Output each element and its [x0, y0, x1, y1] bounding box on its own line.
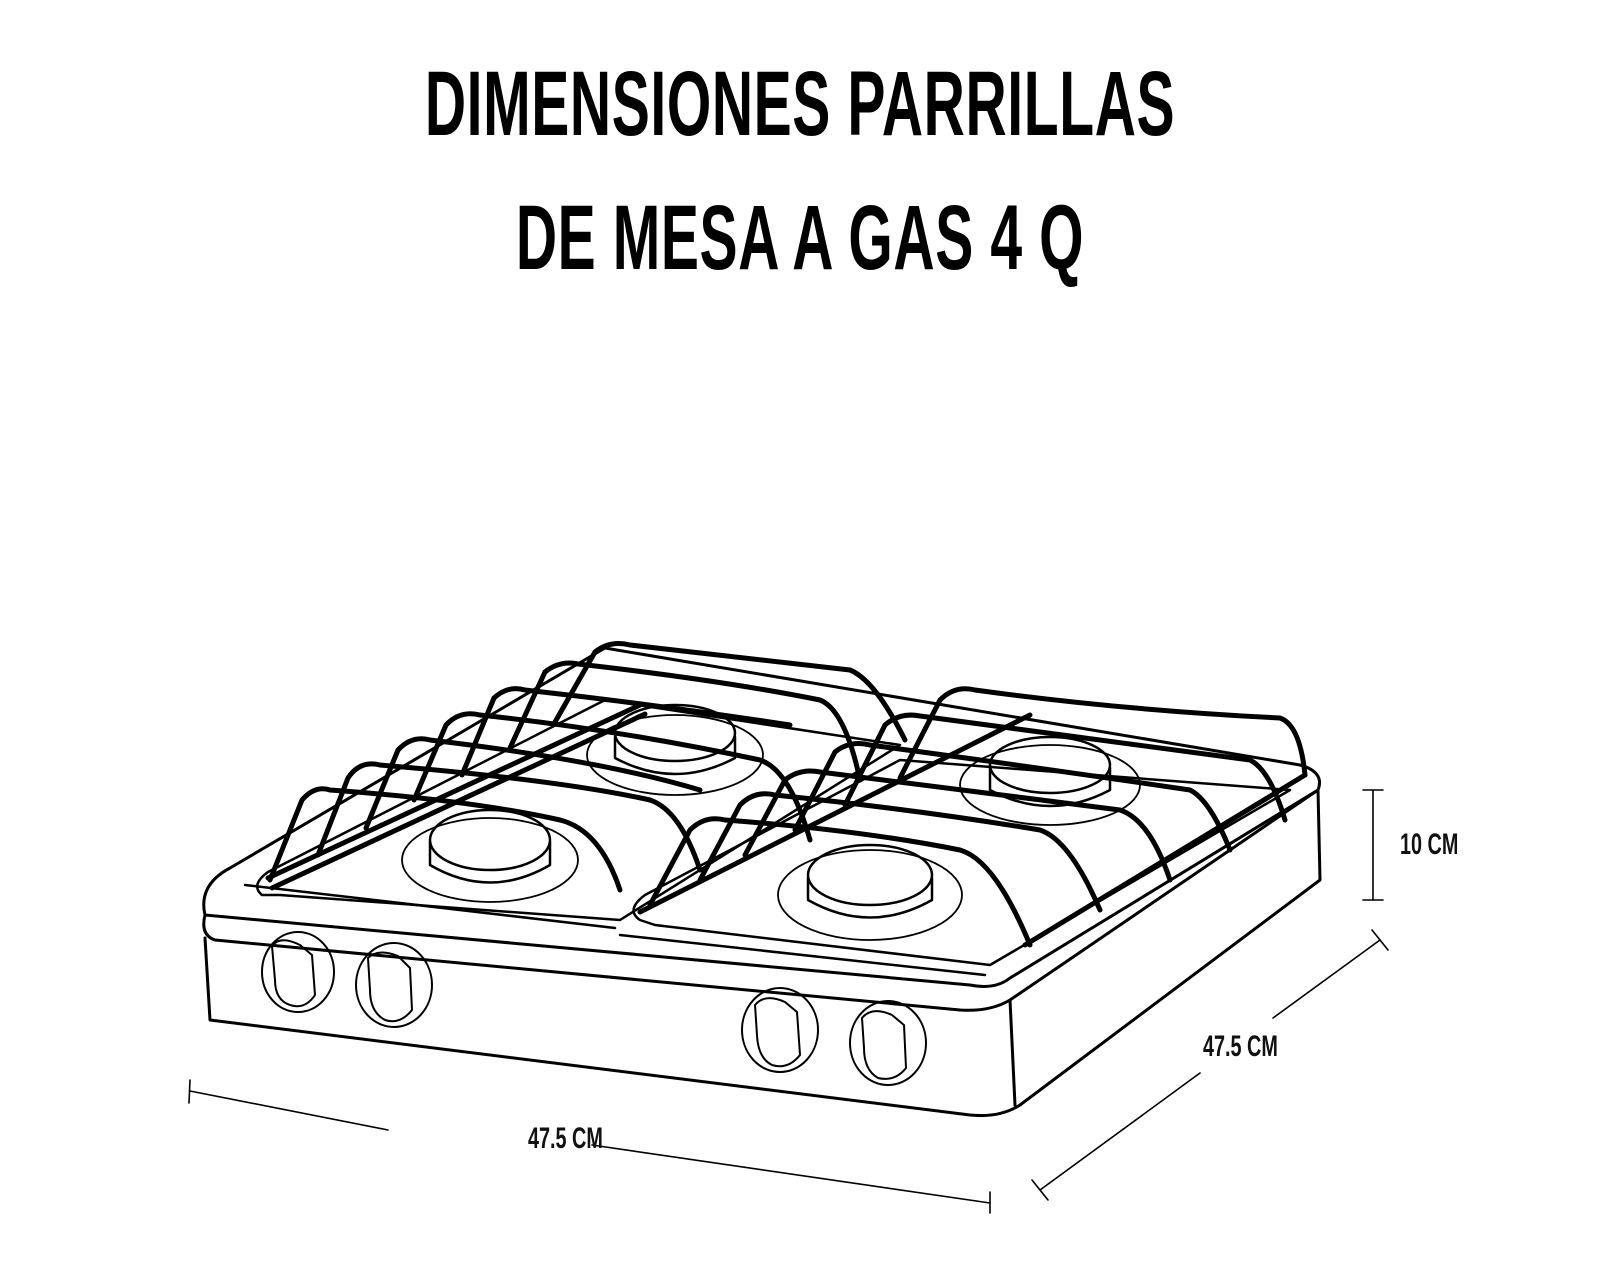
stove-body	[202, 646, 1322, 1117]
burners	[401, 703, 1141, 941]
knob-3	[741, 987, 819, 1073]
knob-2	[355, 942, 433, 1028]
left-grate	[265, 641, 908, 893]
knob-4	[849, 1000, 927, 1086]
knobs	[261, 931, 927, 1086]
width-dimension-label: 47.5 CM	[528, 1122, 603, 1155]
depth-dimension-label: 47.5 CM	[1203, 1030, 1278, 1063]
dimension-lines	[188, 789, 1389, 1214]
knob-1	[261, 931, 335, 1013]
title-line-2: DE MESA A GAS 4 Q	[515, 187, 1085, 289]
height-dimension-label: 10 CM	[1400, 828, 1459, 861]
title-line-1: DIMENSIONES PARRILLAS	[424, 53, 1176, 155]
right-grate	[637, 686, 1308, 948]
